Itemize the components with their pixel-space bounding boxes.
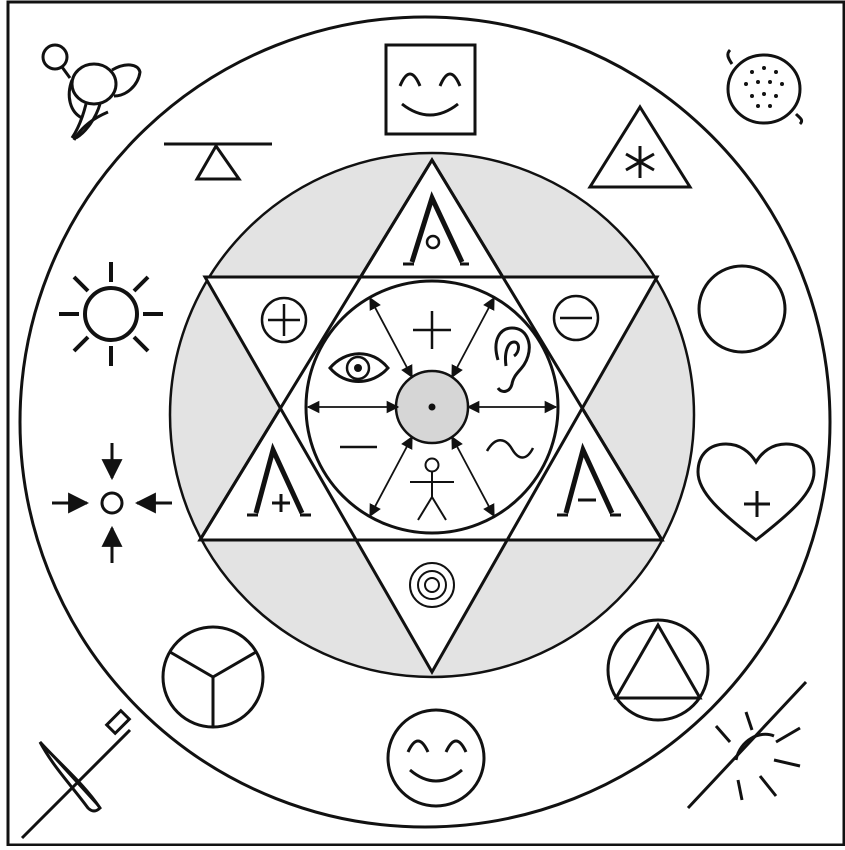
sun-icon (59, 262, 163, 366)
peace-circle-icon (163, 627, 263, 727)
balance-scale-icon (164, 144, 272, 179)
center-dot-icon (429, 404, 436, 411)
feather-pipe-icon (22, 711, 130, 838)
asterisk-triangle-icon (590, 107, 690, 187)
triangle-in-circle-icon (608, 620, 708, 720)
smiley-square-icon (386, 45, 475, 134)
setting-sun-icon (688, 682, 806, 808)
bird-figure-icon (43, 45, 140, 140)
circle-plus-icon (262, 298, 306, 342)
smiley-circle-icon (388, 710, 484, 806)
colander-icon (728, 50, 802, 124)
plain-circle-icon (699, 266, 785, 352)
heart-plus-icon (698, 444, 814, 540)
focus-arrows-icon (52, 443, 172, 563)
